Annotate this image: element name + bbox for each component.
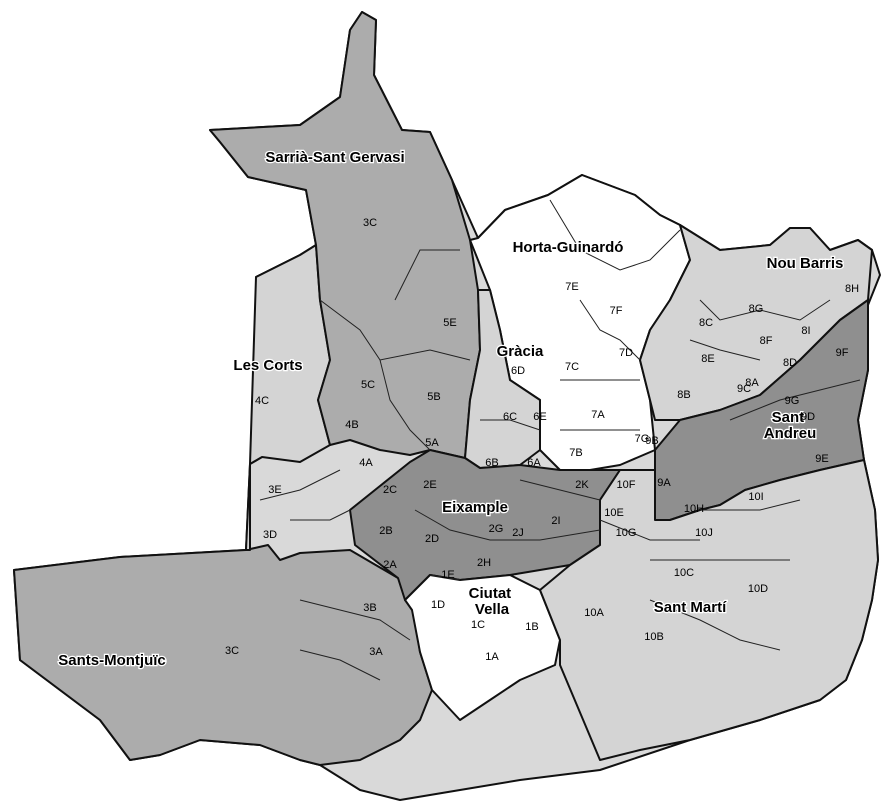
label-nou-barris: Nou Barris xyxy=(767,255,844,272)
label-sant-andreu: Sant Andreu xyxy=(764,409,817,442)
zone-code-7f: 7F xyxy=(610,305,623,317)
zone-code-1e: 1E xyxy=(441,569,454,581)
label-eixample: Eixample xyxy=(442,499,508,516)
label-ciutat-vella-line2: Vella xyxy=(475,601,510,618)
zone-code-9b: 9B xyxy=(645,435,658,447)
zone-code-3b: 3B xyxy=(363,602,376,614)
zone-code-2j: 2J xyxy=(512,527,524,539)
district-sants-montjuic[interactable] xyxy=(13,544,433,766)
zone-code-9d: 9D xyxy=(801,411,815,423)
zone-code-8b: 8B xyxy=(677,389,690,401)
zone-code-10e: 10E xyxy=(604,507,624,519)
zone-code-2g: 2G xyxy=(489,523,504,535)
zone-code-3e: 3E xyxy=(268,484,281,496)
zone-code-6c: 6C xyxy=(503,411,517,423)
zone-code-4a: 4A xyxy=(359,457,373,469)
zone-code-2k: 2K xyxy=(575,479,589,491)
zone-code-3c: 3C xyxy=(225,645,239,657)
zone-labels: 3C 5E 5C 5B 5A 4B 7E 7F 7D 7C 7A 7G 7B 8H 8G 8F 8I 8C 8E 8A… xyxy=(225,217,859,663)
district-sant-marti[interactable] xyxy=(539,459,879,761)
zone-code-7b: 7B xyxy=(569,447,582,459)
zone-code-2e: 2E xyxy=(423,479,436,491)
zone-code-2a: 2A xyxy=(383,559,397,571)
zone-code-9a: 9A xyxy=(657,477,671,489)
label-horta-guinardo: Horta-Guinardó xyxy=(513,239,624,256)
zone-code-2i: 2I xyxy=(551,515,560,527)
zone-code-3c: 3C xyxy=(363,217,377,229)
zone-code-1d: 1D xyxy=(431,599,445,611)
zone-code-8e: 8E xyxy=(701,353,714,365)
zone-code-10f: 10F xyxy=(617,479,636,491)
zone-code-8a: 8A xyxy=(745,377,759,389)
zone-code-5b: 5B xyxy=(427,391,440,403)
label-les-corts: Les Corts xyxy=(233,357,302,374)
zone-code-4c: 4C xyxy=(255,395,269,407)
zone-code-10i: 10I xyxy=(748,491,763,503)
zone-code-2h: 2H xyxy=(477,557,491,569)
zone-code-7g: 7G xyxy=(635,433,650,445)
zone-code-10a: 10A xyxy=(584,607,604,619)
zone-code-9f: 9F xyxy=(836,347,849,359)
zone-code-5c: 5C xyxy=(361,379,375,391)
label-ciutat-vella: Ciutat Vella xyxy=(469,585,516,618)
zone-code-10d: 10D xyxy=(748,583,768,595)
zone-code-10j: 10J xyxy=(695,527,713,539)
zone-code-7a: 7A xyxy=(591,409,605,421)
zone-code-9e: 9E xyxy=(815,453,828,465)
zone-code-9c: 9C xyxy=(737,383,751,395)
label-sarria-sant-gervasi: Sarrià-Sant Gervasi xyxy=(265,149,404,166)
zone-code-7c: 7C xyxy=(565,361,579,373)
district-ciutat-vella[interactable] xyxy=(404,574,561,721)
label-gracia: Gràcia xyxy=(497,343,544,360)
zone-code-8h: 8H xyxy=(845,283,859,295)
zone-code-10g: 10G xyxy=(616,527,637,539)
zone-code-4b: 4B xyxy=(345,419,358,431)
zone-code-1b: 1B xyxy=(525,621,538,633)
zone-code-6b: 6B xyxy=(485,457,498,469)
zone-code-9g: 9G xyxy=(785,395,800,407)
zone-code-2c: 2C xyxy=(383,484,397,496)
zone-code-8d: 8D xyxy=(783,357,797,369)
label-ciutat-vella-line1: Ciutat xyxy=(469,585,512,602)
zone-code-6e: 6E xyxy=(533,411,546,423)
zone-code-3a: 3A xyxy=(369,646,383,658)
zone-code-6a: 6A xyxy=(527,457,541,469)
zone-code-8f: 8F xyxy=(760,335,773,347)
zone-boundaries xyxy=(259,199,861,681)
zone-code-6d: 6D xyxy=(511,365,525,377)
zone-code-1a: 1A xyxy=(485,651,499,663)
zone-code-8i: 8I xyxy=(801,325,810,337)
label-sant-andreu-line1: Sant xyxy=(772,409,805,426)
district-labels: Sarrià-Sant Gervasi Horta-Guinardó Nou B… xyxy=(57,148,845,671)
zone-code-8c: 8C xyxy=(699,317,713,329)
zone-code-2d: 2D xyxy=(425,533,439,545)
zone-code-7d: 7D xyxy=(619,347,633,359)
zone-code-10c: 10C xyxy=(674,567,694,579)
label-sant-andreu-line2: Andreu xyxy=(764,425,817,442)
zone-code-3d: 3D xyxy=(263,529,277,541)
label-sants-montjuic: Sants-Montjuïc xyxy=(58,652,166,669)
zone-code-5a: 5A xyxy=(425,437,439,449)
zone-code-1c: 1C xyxy=(471,619,485,631)
zone-code-10h: 10H xyxy=(684,503,704,515)
zone-code-5e: 5E xyxy=(443,317,456,329)
zone-code-7e: 7E xyxy=(565,281,578,293)
zone-code-10b: 10B xyxy=(644,631,664,643)
zone-code-2b: 2B xyxy=(379,525,392,537)
zone-code-8g: 8G xyxy=(749,303,764,315)
label-sant-marti: Sant Martí xyxy=(654,599,727,616)
